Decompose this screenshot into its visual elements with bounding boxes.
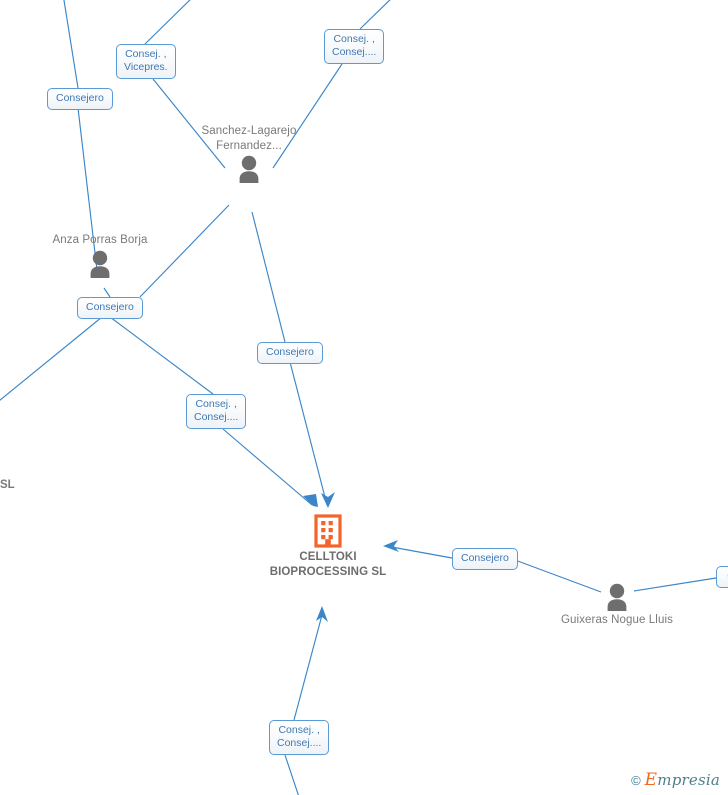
clipped-node-label-left: SL (0, 479, 15, 491)
node-person-anza[interactable]: Anza Porras Borja (30, 233, 170, 278)
edge-anza-chip-to-node (103, 287, 111, 298)
empresia-watermark: © Empresia (631, 772, 720, 789)
relation-label-text-line1: Consej. , (125, 48, 167, 60)
node-company-celltoki[interactable]: CELLTOKI BIOPROCESSING SL (258, 514, 398, 579)
edge-anza-to-offscreen-left (0, 316, 103, 401)
relation-label-consejero-consejero-middle[interactable]: Consej. , Consej.... (186, 394, 247, 429)
node-label-sanchez: Sanchez-Lagarejo Fernandez... (201, 125, 297, 152)
relation-label-text-line1: Consej. , (278, 724, 320, 736)
relation-label-consejero-consejero-top[interactable]: Consej. , Consej.... (324, 29, 385, 64)
relation-label-text: Consejero (56, 92, 104, 104)
relation-label-text-line2: Consej.... (332, 46, 377, 58)
person-icon (179, 155, 319, 183)
edge-offscreen-topright-to-chip (359, 0, 391, 30)
relation-label-text-line1: Consej. , (195, 398, 237, 410)
person-icon (547, 583, 687, 611)
arrow-head-bottom-into-company (316, 606, 328, 622)
relation-label-text: Consejero (461, 552, 509, 564)
brand-rest: mpresia (657, 771, 720, 789)
relation-label-consejero-consejero-bottom[interactable]: Consej. , Consej.... (269, 720, 330, 755)
edge-sanchez-to-centerchip (251, 211, 286, 343)
relation-label-consejero-center[interactable]: Consejero (257, 342, 323, 364)
edge-bottomchip-to-celltoki (293, 614, 323, 721)
relation-label-text-line1: Consej. , (333, 33, 375, 45)
relation-label-consejero-guixeras[interactable]: Consejero (452, 548, 518, 570)
relation-label-consejero-top-left[interactable]: Consejero (47, 88, 113, 110)
relation-label-text: Consejero (86, 301, 134, 313)
edge-centerchip-to-celltoki (289, 361, 328, 506)
edge-offscreen-bottom-to-bottomchip (284, 754, 299, 795)
copyright-icon: © (631, 773, 641, 788)
node-person-sanchez[interactable]: Sanchez-Lagarejo Fernandez... (179, 124, 319, 183)
node-label-guixeras: Guixeras Nogue Lluis (561, 614, 673, 626)
relation-label-clipped-right[interactable]: C (716, 566, 728, 588)
relation-label-text-line2: Consej.... (194, 411, 239, 423)
brand-wordmark: Empresia (645, 772, 720, 789)
relation-label-consejero-vicepresidente[interactable]: Consej. , Vicepres. (116, 44, 176, 79)
arrow-head-center-into-company (321, 492, 335, 508)
node-label-celltoki: CELLTOKI BIOPROCESSING SL (269, 551, 387, 578)
edge-midchip-to-celltoki (222, 428, 313, 506)
relation-label-text: Consejero (266, 346, 314, 358)
person-icon (30, 250, 170, 278)
relation-label-consejero-anza[interactable]: Consejero (77, 297, 143, 319)
arrow-head-left-into-company (303, 494, 318, 507)
building-icon (258, 514, 398, 548)
relation-label-text-line2: Vicepres. (124, 61, 168, 73)
edge-offscreen-topleft-to-sanchez (144, 0, 191, 45)
edge-offscreen-top-to-anza (63, 0, 98, 271)
edge-anza-to-midchip (109, 316, 214, 395)
node-label-anza: Anza Porras Borja (52, 234, 148, 246)
relation-label-text-line2: Consej.... (277, 737, 322, 749)
node-person-guixeras[interactable]: Guixeras Nogue Lluis (547, 583, 687, 628)
brand-initial: E (644, 770, 658, 790)
